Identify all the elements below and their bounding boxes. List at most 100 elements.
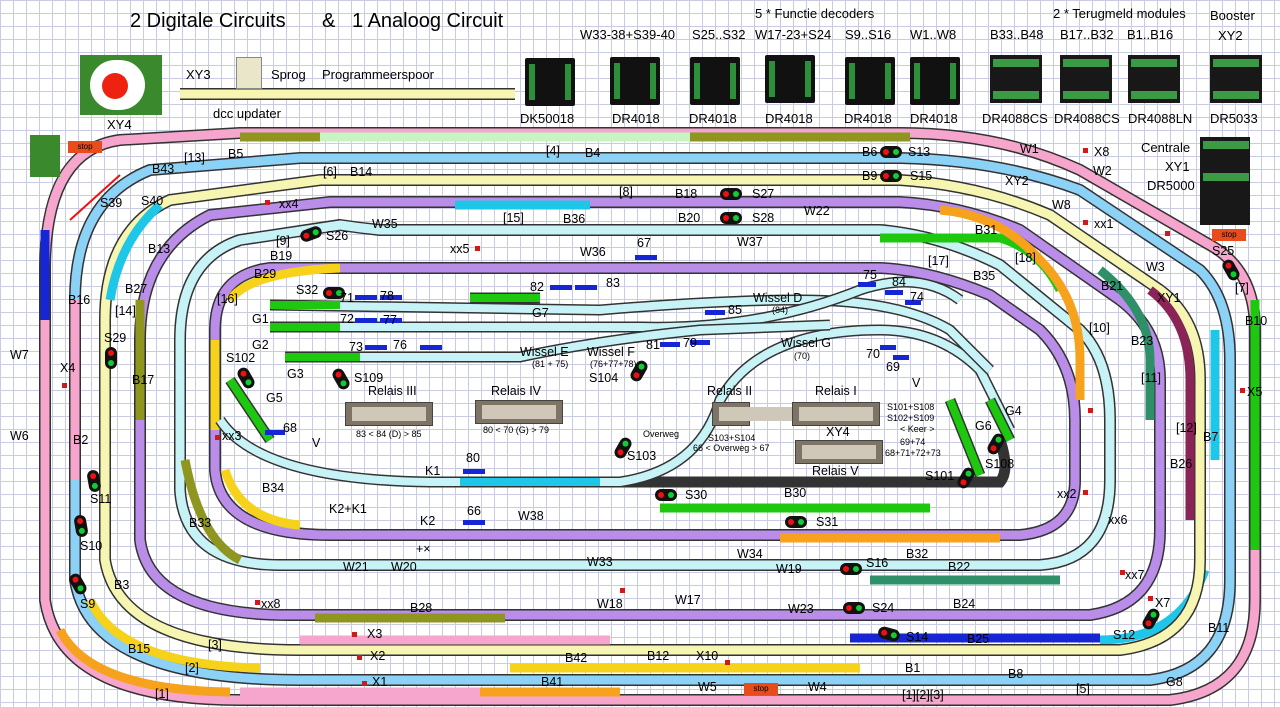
switch-w19: W19: [776, 562, 802, 576]
section-9: [9]: [276, 234, 290, 248]
relay-4-note: 80 < 70 (G) > 79: [483, 425, 550, 435]
section-16: [16]: [217, 292, 238, 306]
signal-s30-lamp: [655, 489, 677, 501]
num-70: 70: [866, 347, 880, 361]
switch-w38: W38: [518, 509, 544, 523]
mark-g6: G6: [975, 419, 992, 433]
section-13: [13]: [184, 151, 205, 165]
block-b16: B16: [68, 293, 91, 307]
switch-w35: W35: [372, 217, 398, 231]
section-7: [7]: [1235, 281, 1249, 295]
feedback-model-1: DR4088CS: [982, 111, 1048, 126]
decoder-range-4: S9..S16: [845, 27, 892, 42]
centrale-model: DR5000: [1147, 178, 1195, 193]
wissel-e-sub: (81 + 75): [532, 359, 569, 369]
section-15: [15]: [503, 211, 524, 225]
decoder-module-6: [910, 57, 960, 105]
signal-s15-lamp: [880, 170, 902, 182]
mark-v-right: V: [912, 376, 921, 390]
signal-s108: S108: [985, 457, 1015, 471]
block-b23: B23: [1131, 334, 1154, 348]
signal-s24: S24: [872, 601, 895, 615]
switch-w33: W33: [587, 555, 613, 569]
signal-s16-lamp: [840, 563, 862, 575]
num-73: 73: [349, 340, 363, 354]
signal-s15: S15: [910, 169, 933, 183]
block-b5: B5: [228, 147, 244, 161]
relay-1-label: Relais I: [815, 384, 857, 398]
block-b41: B41: [541, 675, 564, 689]
relay-2-label: Relais II: [707, 384, 753, 398]
centrale-label: Centrale: [1141, 140, 1191, 155]
signal-s13-lamp: [880, 146, 902, 158]
mark-g7: G7: [532, 306, 549, 320]
decoder-module-3: [690, 57, 740, 105]
wissel-d-label: Wissel D: [753, 291, 803, 305]
feedback-range-2: B17..B32: [1060, 27, 1114, 42]
relay-1-note2: S102+S109: [887, 413, 935, 423]
mark-x10: X10: [696, 649, 719, 663]
title-ampersand: &: [322, 10, 336, 32]
signal-s29-lamp: [105, 347, 117, 369]
decoder-model-1: DK50018: [520, 111, 575, 126]
num-82: 82: [530, 280, 544, 294]
decoder-model-3: DR4018: [689, 111, 737, 126]
block-b11: B11: [1208, 621, 1230, 635]
relay-4-label: Relais IV: [491, 384, 542, 398]
relay-1-note3: < Keer >: [900, 424, 935, 434]
num-78: 78: [380, 289, 394, 303]
mark-g5: G5: [266, 391, 283, 405]
switch-w3: W3: [1146, 260, 1165, 274]
decoder-model-6: DR4018: [910, 111, 958, 126]
mark-x8: X8: [1094, 145, 1110, 159]
block-b8: B8: [1008, 667, 1024, 681]
block-b30: B30: [784, 486, 807, 500]
wissel-e-label: Wissel E: [520, 345, 569, 359]
mark-k2: K2: [420, 514, 436, 528]
mark-g1: G1: [252, 312, 269, 326]
booster-model: DR5033: [1210, 111, 1258, 126]
decoder-model-2: DR4018: [612, 111, 660, 126]
section-4: [4]: [546, 144, 560, 158]
decoder-range-2: S25..S32: [692, 27, 746, 42]
relay-1-note: S101+S108: [887, 402, 935, 412]
block-b42: B42: [565, 651, 588, 665]
block-b27: B27: [125, 282, 148, 296]
block-b22: B22: [948, 560, 971, 574]
mark-x3: X3: [367, 627, 383, 641]
relay-1-note4: 69+74: [900, 437, 926, 447]
mark-k1: K1: [425, 464, 441, 478]
wissel-g-label: Wissel G: [781, 336, 831, 350]
mark-xx6: xx6: [1108, 513, 1128, 527]
relay-5-tag: XY4: [826, 425, 850, 439]
mark-xx3: xx3: [222, 429, 242, 443]
switch-w37: W37: [737, 235, 763, 249]
relay-4-image: [475, 400, 563, 424]
title-analog: 1 Analoog Circuit: [352, 10, 504, 32]
signal-s32-lamp: [323, 287, 345, 299]
signal-s28: S28: [752, 211, 775, 225]
block-b12: B12: [647, 649, 670, 663]
block-b18: B18: [675, 187, 698, 201]
signal-s11: S11: [90, 492, 112, 506]
num-72: 72: [340, 312, 354, 326]
switch-w8: W8: [1052, 198, 1071, 212]
mark-g8: G8: [1166, 675, 1183, 689]
decoder-module-4: [765, 55, 815, 103]
num-69: 69: [886, 360, 900, 374]
xy3-label: XY3: [186, 67, 211, 82]
decoder-model-5: DR4018: [844, 111, 892, 126]
block-b28: B28: [410, 601, 433, 615]
signal-s31: S31: [816, 515, 839, 529]
wissel-d-sub: (84): [772, 305, 789, 315]
mark-g4: G4: [1005, 404, 1022, 418]
xy4-label: XY4: [107, 117, 132, 132]
decoder-module-2: [610, 57, 660, 105]
block-b31: B31: [975, 223, 998, 237]
block-b35: B35: [973, 269, 996, 283]
num-84: 84: [892, 275, 906, 289]
section-1: [1]: [155, 687, 169, 701]
signal-s26: S26: [326, 229, 349, 243]
mark-xy1: XY1: [1157, 291, 1181, 305]
